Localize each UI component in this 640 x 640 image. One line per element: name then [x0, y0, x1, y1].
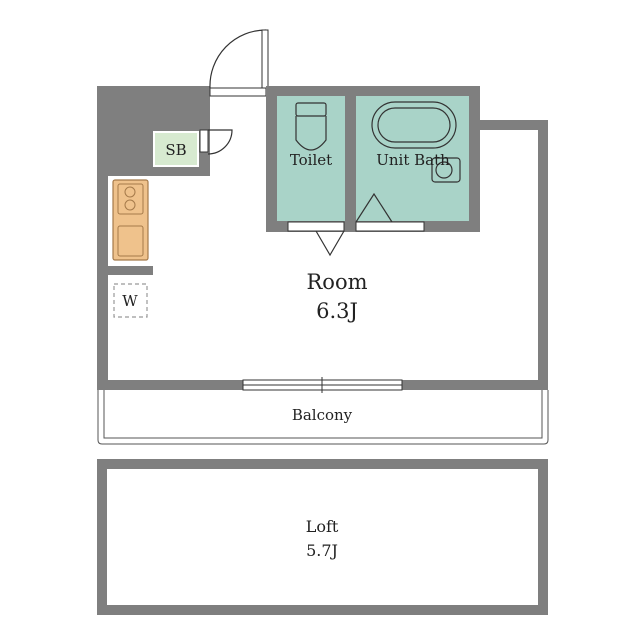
loft	[97, 459, 548, 615]
shoe-box	[153, 131, 199, 167]
bath-door	[355, 192, 425, 232]
toilet-door	[287, 221, 345, 257]
washer-space	[113, 283, 148, 318]
shoe-box-door	[199, 129, 233, 155]
toilet-label: Toilet	[290, 151, 332, 169]
washer-label: W	[122, 292, 138, 310]
bathtub	[371, 101, 457, 149]
bath-sink	[431, 157, 461, 183]
balcony	[97, 390, 549, 445]
loft-label: Loft	[306, 517, 339, 536]
balcony-window	[242, 377, 403, 393]
bath-label: Unit Bath	[376, 151, 450, 169]
room-name: Room	[306, 270, 367, 294]
shoe-box-label: SB	[165, 141, 186, 159]
balcony-label: Balcony	[292, 406, 353, 424]
toilet-room	[277, 96, 345, 221]
entrance-door	[209, 29, 269, 97]
toilet-fixture	[295, 102, 327, 151]
kitchen-counter	[112, 179, 149, 261]
room-size: 6.3J	[316, 299, 358, 323]
loft-size: 5.7J	[306, 541, 338, 560]
entry-block	[97, 86, 210, 275]
